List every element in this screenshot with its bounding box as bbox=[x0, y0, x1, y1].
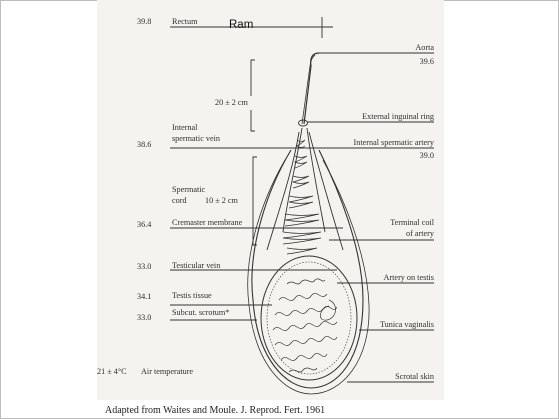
air-temp-label: Air temperature bbox=[141, 367, 193, 376]
rectum-label: Rectum bbox=[172, 17, 197, 26]
aorta-vessel bbox=[304, 53, 319, 124]
scrotum-label: Subcut. scrotum* bbox=[172, 308, 229, 317]
scrotum-temp: 33.0 bbox=[137, 313, 151, 322]
distance-label: 20 ± 2 cm bbox=[215, 98, 248, 107]
inguinal-ring bbox=[299, 120, 308, 126]
scrotal-skin-label: Scrotal skin bbox=[395, 372, 434, 381]
artery-on-testis-label: Artery on testis bbox=[384, 273, 434, 282]
tunica-label: Tunica vaginalis bbox=[380, 320, 434, 329]
testis-temp: 34.1 bbox=[137, 292, 151, 301]
air-temp-value: 21 ± 4°C bbox=[97, 367, 127, 376]
rectum-temp: 39.8 bbox=[137, 17, 151, 26]
distance-bracket bbox=[251, 60, 255, 131]
sperm-cord-label-2: cord bbox=[172, 196, 187, 205]
sperm-cord-label-1: Spermatic bbox=[172, 185, 205, 194]
test-vein-label: Testicular vein bbox=[172, 261, 220, 270]
artery-label: Internal spermatic artery bbox=[354, 138, 434, 147]
sperm-cord-length: 10 ± 2 cm bbox=[205, 196, 238, 205]
coil-label-2: of artery bbox=[406, 229, 434, 238]
figure-panel: 39.8 Rectum Internal spermatic vein 38.6… bbox=[97, 0, 444, 400]
int-sperm-vein-label-2: spermatic vein bbox=[172, 134, 220, 143]
cremaster-temp: 36.4 bbox=[137, 220, 151, 229]
testis-body bbox=[261, 256, 357, 380]
artery-temp: 39.0 bbox=[420, 151, 434, 160]
int-sperm-vein-temp: 38.6 bbox=[137, 140, 151, 149]
ring-label: External inguinal ring bbox=[362, 112, 434, 121]
testis-tubules bbox=[273, 279, 337, 372]
testis-label: Testis tissue bbox=[172, 291, 212, 300]
species-label: Ram bbox=[229, 19, 253, 31]
figure-caption: Adapted from Waites and Moule. J. Reprod… bbox=[105, 405, 325, 416]
int-sperm-vein-label-1: Internal bbox=[172, 123, 197, 132]
coil-label-1: Terminal coil bbox=[390, 218, 434, 227]
testis-diagram bbox=[97, 0, 444, 400]
cremaster-label: Cremaster membrane bbox=[172, 218, 242, 227]
aorta-temp: 39.6 bbox=[420, 57, 434, 66]
aorta-label: Aorta bbox=[415, 43, 434, 52]
test-vein-temp: 33.0 bbox=[137, 262, 151, 271]
